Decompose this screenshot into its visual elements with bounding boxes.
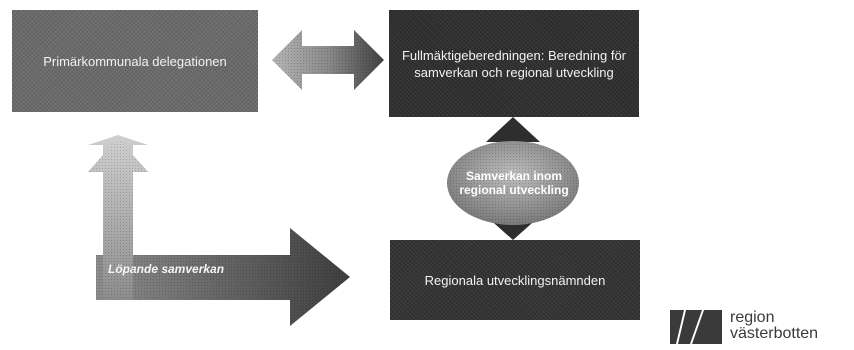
lopande-samverkan-label: Löpande samverkan [108, 262, 225, 276]
primarkommunala-delegationen-label: Primärkommunala delegationen [43, 53, 227, 69]
region-vasterbotten-logo-mark [668, 308, 724, 346]
double-arrow [272, 30, 384, 90]
logo-wordmark: region västerbotten [730, 310, 818, 342]
regionala-utvecklingsnamnden-label: Regionala utvecklingsnämnden [424, 272, 606, 288]
logo-line-region: region [730, 309, 775, 326]
fullmaktigeberedningen-box: Fullmäktigeberedningen: Beredning för sa… [389, 10, 639, 117]
up-triangle-arrow [486, 117, 540, 142]
fullmaktigeberedningen-label: Fullmäktigeberedningen: Beredning för sa… [401, 47, 627, 80]
oval-shape [447, 141, 579, 225]
regionala-utvecklingsnamnden-box: Regionala utvecklingsnämnden [390, 240, 640, 320]
l-shaped-arrow [88, 135, 350, 326]
samverkan-oval-label: Samverkan inom regional utveckling [459, 169, 569, 197]
logo-line-vasterbotten: västerbotten [730, 325, 819, 342]
primarkommunala-delegationen-box: Primärkommunala delegationen [12, 10, 258, 112]
